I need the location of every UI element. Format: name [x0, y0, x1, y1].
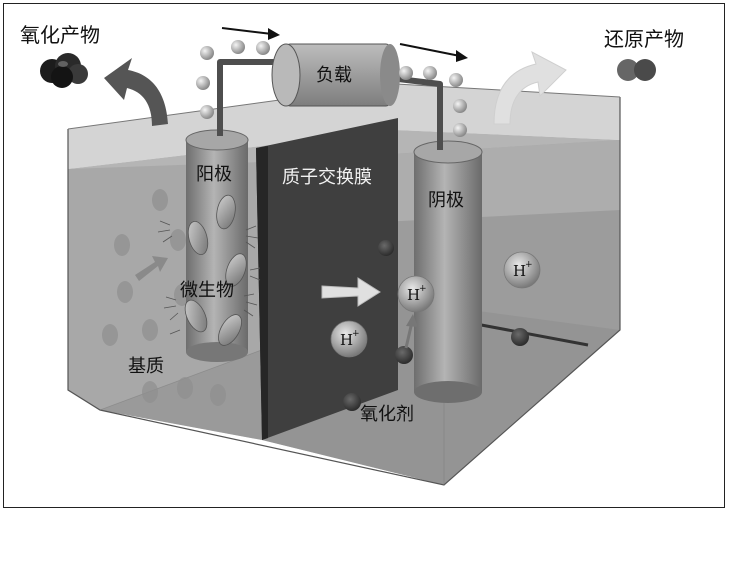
proton-symbol: H: [513, 262, 526, 280]
microbe-cells: [184, 194, 247, 346]
proton-charge: +: [525, 260, 533, 270]
electron-flow-arrows: [221, 27, 468, 62]
load: [271, 43, 400, 107]
reduction-product-label: 还原产物: [604, 27, 684, 51]
external-circuit-wire: [217, 59, 443, 150]
substrate-particles: [102, 189, 226, 406]
proton-exchange-membrane: [256, 118, 398, 440]
proton-charge: +: [419, 284, 427, 294]
substrate-label: 基质: [128, 356, 164, 377]
microbe-label: 微生物: [180, 280, 234, 301]
proton-charge: +: [352, 329, 360, 339]
proton-transfer-arrow: [321, 277, 381, 307]
proton-ion-2: H +: [330, 320, 368, 358]
oxidation-product-label: 氧化产物: [20, 23, 100, 47]
oxidation-product-molecule: [40, 53, 88, 88]
proton-symbol: H: [340, 331, 353, 349]
load-label: 负载: [316, 65, 352, 86]
cathode-label: 阴极: [428, 190, 464, 211]
membrane-label: 质子交换膜: [282, 167, 372, 188]
anode-label: 阳极: [196, 164, 232, 185]
electrons: [196, 40, 467, 137]
proton-small-arrow: [404, 314, 418, 349]
proton-ion-1: H +: [397, 275, 435, 313]
oxidant-label: 氧化剂: [360, 404, 414, 425]
tank-outline: [67, 97, 621, 486]
oxidant-particles: [343, 240, 529, 411]
proton-symbol: H: [407, 286, 420, 304]
proton-ion-3: H +: [503, 251, 541, 289]
reduction-product-arrow: [493, 50, 567, 125]
substrate-arrow: [135, 256, 168, 281]
reduction-product-molecule: [617, 59, 656, 81]
cathode-electrode: [413, 140, 483, 403]
oxidation-product-arrow: [104, 58, 168, 126]
microbes: [157, 220, 261, 335]
